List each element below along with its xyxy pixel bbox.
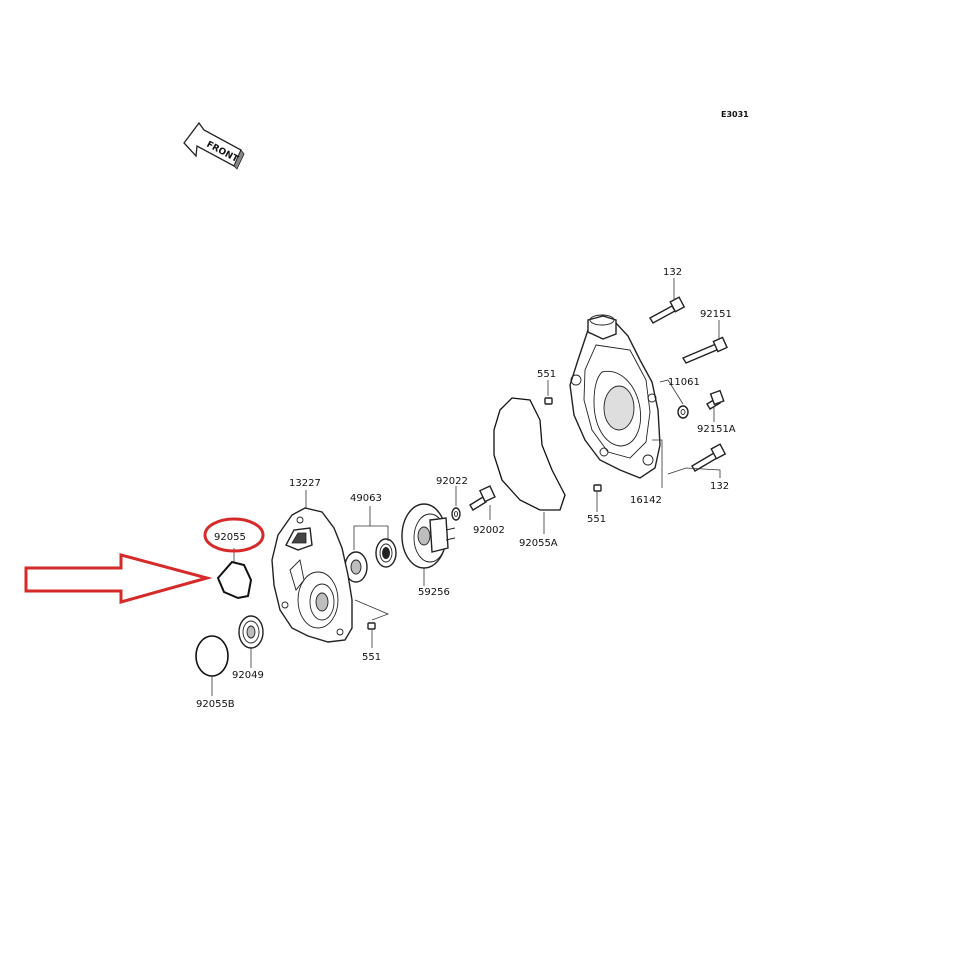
bolt-92002 bbox=[469, 485, 496, 511]
label-92151A: 92151A bbox=[697, 424, 736, 435]
label-551-center: 551 bbox=[362, 652, 381, 663]
oil-seal-92049 bbox=[238, 615, 264, 649]
label-551-top: 551 bbox=[537, 369, 556, 380]
label-92002: 92002 bbox=[473, 525, 505, 536]
impeller-59256 bbox=[401, 503, 456, 569]
label-92022: 92022 bbox=[436, 476, 468, 487]
label-59256: 59256 bbox=[418, 587, 450, 598]
washer-11061 bbox=[677, 405, 689, 419]
o-ring-92055B bbox=[195, 635, 229, 677]
pump-body-13227 bbox=[271, 507, 353, 643]
pump-cover-16142 bbox=[569, 314, 661, 479]
o-ring-92055 bbox=[216, 560, 253, 600]
dowel-pin-551-right bbox=[593, 484, 602, 492]
bolt-92151 bbox=[681, 336, 728, 364]
seal-49063-b bbox=[375, 538, 397, 568]
label-132-bottom: 132 bbox=[710, 481, 729, 492]
highlight-arrow bbox=[24, 553, 213, 604]
highlight-circle bbox=[203, 517, 265, 553]
washer-92022 bbox=[451, 507, 461, 521]
label-13227: 13227 bbox=[289, 478, 321, 489]
label-11061: 11061 bbox=[668, 377, 700, 388]
dowel-pin-551-top bbox=[544, 397, 553, 405]
label-92049: 92049 bbox=[232, 670, 264, 681]
dowel-pin-551-center bbox=[367, 622, 376, 630]
label-49063: 49063 bbox=[350, 493, 382, 504]
front-arrow-icon: FRONT bbox=[183, 121, 245, 170]
label-92055B: 92055B bbox=[196, 699, 235, 710]
bolt-132-top bbox=[649, 296, 686, 324]
label-551-right: 551 bbox=[587, 514, 606, 525]
gasket-92055A bbox=[493, 397, 566, 511]
bolt-92151A bbox=[706, 389, 725, 410]
diagram-code: E3031 bbox=[721, 110, 749, 119]
label-92055A: 92055A bbox=[519, 538, 558, 549]
leader-lines bbox=[211, 278, 721, 696]
bolt-132-bottom bbox=[691, 443, 727, 472]
label-92055: 92055 bbox=[214, 532, 246, 543]
label-16142: 16142 bbox=[630, 495, 662, 506]
label-132-top: 132 bbox=[663, 267, 682, 278]
label-92151: 92151 bbox=[700, 309, 732, 320]
